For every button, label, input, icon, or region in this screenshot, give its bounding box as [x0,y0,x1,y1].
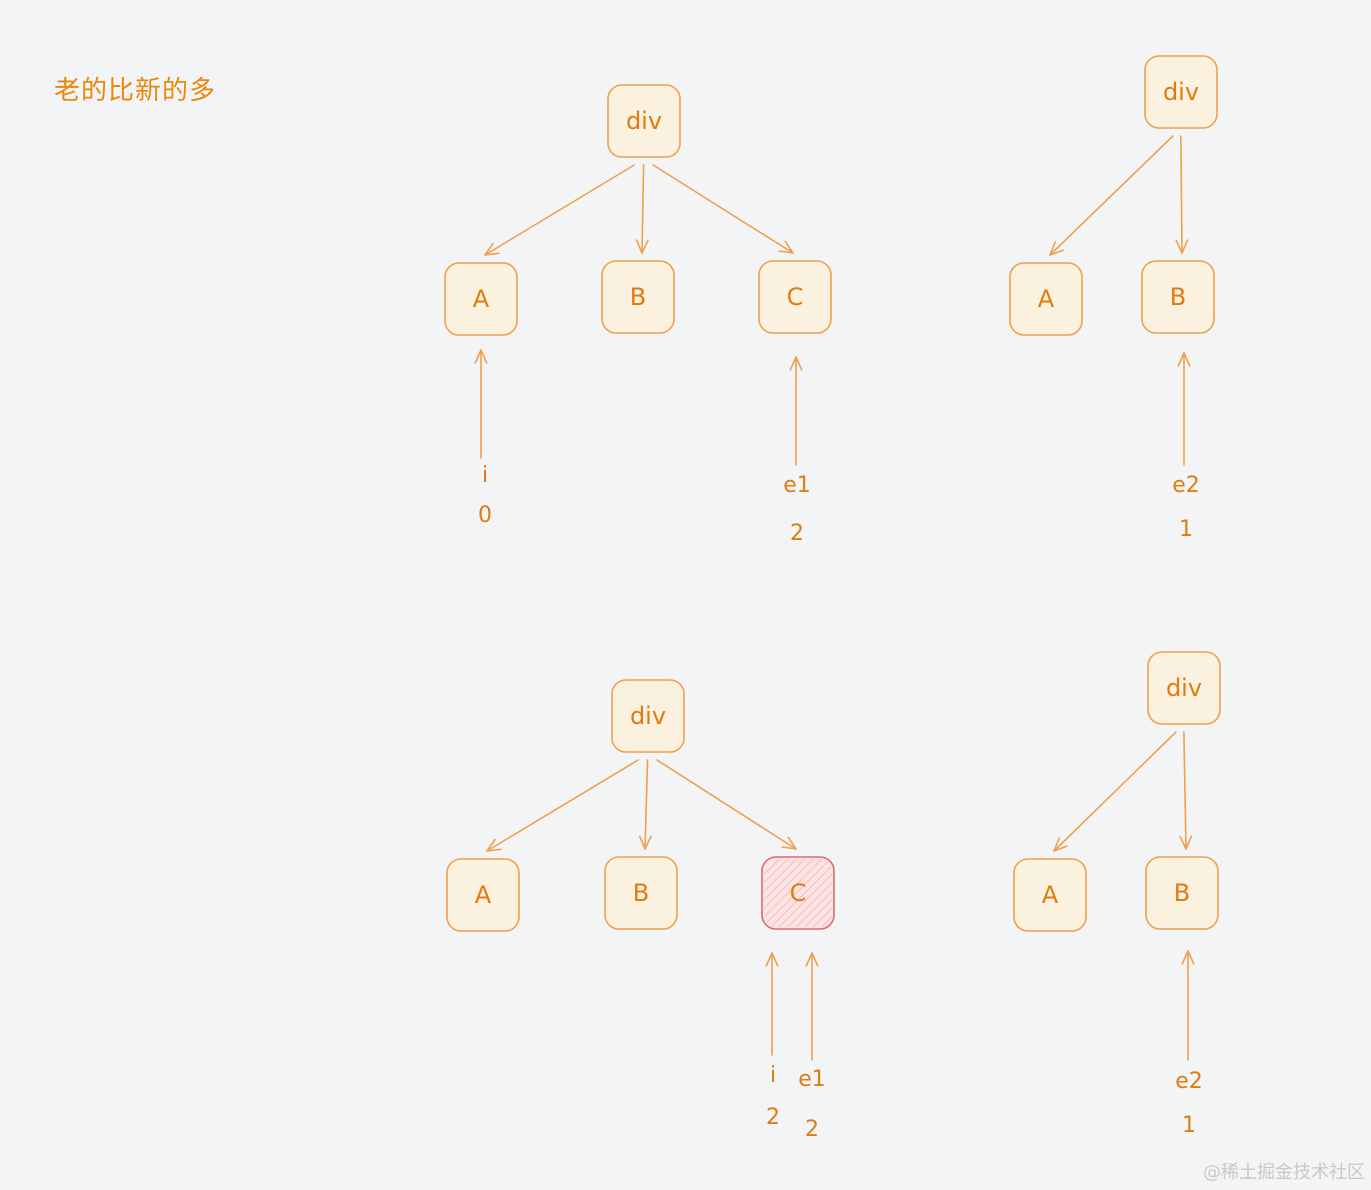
bottom-left-pointer-i-name: i [770,1063,776,1088]
bottom-left-node-c-hatch [764,859,832,927]
bottom-left-node-c-label: C [790,879,807,907]
bottom-left-node-a: A [446,858,520,932]
top-left-node-c-label: C [787,283,804,311]
bottom-right-root-node-box [1147,651,1221,725]
bottom-right-node-a-box [1013,858,1087,932]
top-left-node-c: C [758,260,832,334]
bottom-left-root-node: div [611,679,685,753]
bottom-right-pointer-e2-value: 1 [1182,1113,1196,1138]
page-title: 老的比新的多 [54,76,217,106]
top-left-pointer-i-name: i [482,463,488,488]
bottom-left-pointer-e1-name: e1 [798,1067,826,1092]
bottom-left-edge-a [486,759,639,852]
top-right-node-a-box [1009,262,1083,336]
bottom-right-node-b: B [1145,856,1219,930]
top-left-root-node: div [607,84,681,158]
bottom-left-node-a-box [446,858,520,932]
bottom-left-edge-c [656,759,797,850]
top-right-pointer-e2-name: e2 [1172,473,1200,498]
bottom-left-node-c: C [761,856,835,930]
top-right-root-node-label: div [1163,78,1199,106]
top-left-pointer-i-value: 0 [478,503,492,528]
top-left-root-node-label: div [626,107,662,135]
top-right-root-node-box [1144,55,1218,129]
top-right-node-b: B [1141,260,1215,334]
top-right-edge-b [1175,135,1189,254]
bottom-right-pointer-e2-name: e2 [1175,1069,1203,1094]
top-right-node-b-label: B [1170,283,1186,311]
bottom-left-edge-b [638,759,652,850]
top-left-pointer-e1-value: 2 [790,521,804,546]
top-left-node-a-label: A [473,285,490,313]
bottom-left-pointer-i-value: 2 [766,1105,780,1130]
bottom-left-node-b: B [604,856,678,930]
bottom-right-node-b-box [1145,856,1219,930]
bottom-right-root-node: div [1147,651,1221,725]
top-right-pointer-e2-value: 1 [1179,517,1193,542]
top-left-edge-a [484,164,636,256]
bottom-right-pointer-e2-arrow [1181,950,1195,1061]
top-left-edge-c [652,164,794,254]
bottom-right-node-b-label: B [1174,879,1190,907]
top-left-pointer-i-arrow [474,349,488,459]
top-left-node-c-box [758,260,832,334]
top-left-root-node-box [607,84,681,158]
top-left-pointer-e1-name: e1 [783,473,811,498]
bottom-left-root-node-label: div [630,702,666,730]
top-right-edge-a [1049,135,1174,256]
bottom-left-pointer-e1-value: 2 [805,1117,819,1142]
top-right-pointer-e2-arrow [1177,352,1191,466]
bottom-left-pointer-i-arrow [765,952,779,1056]
watermark: @稀土掘金技术社区 [1203,1162,1365,1183]
bottom-right-node-a-label: A [1042,881,1059,909]
top-left-node-b-label: B [630,283,646,311]
top-right-node-a-label: A [1038,285,1055,313]
bottom-left-node-a-label: A [475,881,492,909]
top-left-node-b: B [601,260,675,334]
bottom-right-root-node-label: div [1166,674,1202,702]
bottom-right-node-a: A [1013,858,1087,932]
bottom-left-node-b-label: B [633,879,649,907]
top-right-root-node: div [1144,55,1218,129]
top-right-node-b-box [1141,260,1215,334]
bottom-left-node-b-box [604,856,678,930]
top-left-node-a-box [444,262,518,336]
top-left-edge-b [635,164,649,254]
bottom-right-edge-a [1053,731,1177,852]
bottom-left-root-node-box [611,679,685,753]
top-left-node-a: A [444,262,518,336]
top-left-pointer-e1-arrow [789,356,803,466]
top-left-node-b-box [601,260,675,334]
bottom-left-pointer-e1-arrow [805,952,819,1061]
top-right-node-a: A [1009,262,1083,336]
bottom-right-edge-b [1179,731,1193,850]
